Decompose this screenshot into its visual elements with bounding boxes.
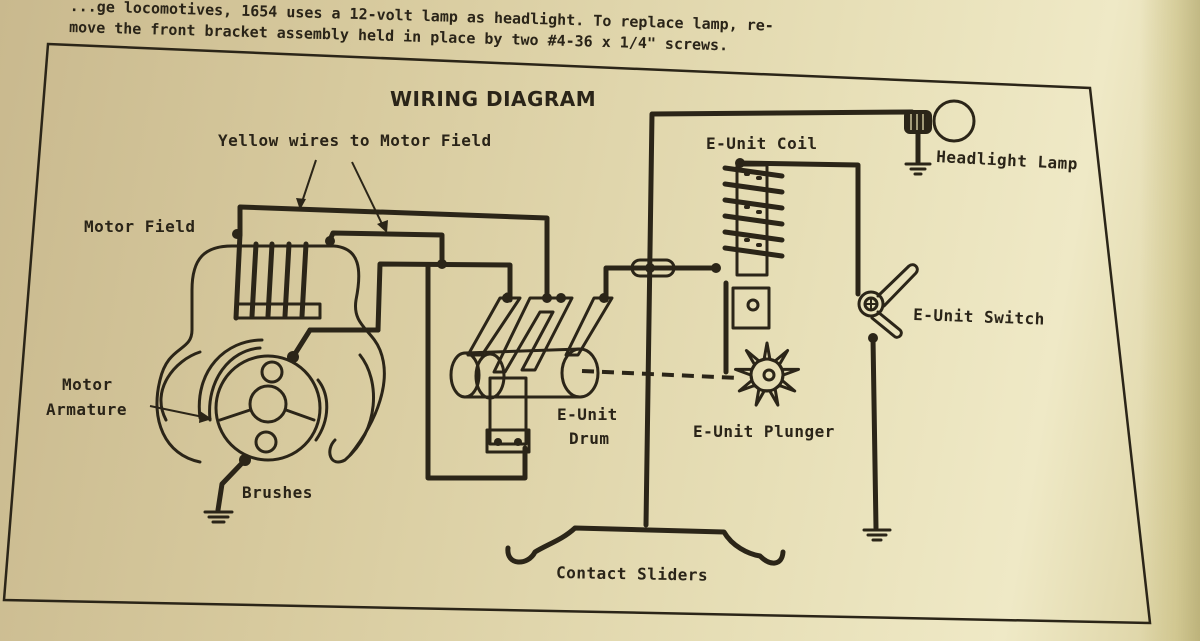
label-e-unit-drum-1: E-Unit bbox=[557, 405, 618, 424]
label-e-unit-drum-2: Drum bbox=[569, 429, 610, 448]
e-unit-switch[interactable] bbox=[857, 263, 919, 339]
label-e-unit-switch: E-Unit Switch bbox=[913, 305, 1045, 329]
diagram-frame bbox=[2, 42, 1152, 625]
plunger-star-wheel bbox=[734, 341, 800, 407]
page-edge-shadow bbox=[1140, 0, 1200, 641]
label-brushes: Brushes bbox=[242, 483, 313, 502]
label-motor-armature-1: Motor bbox=[62, 375, 113, 394]
e-unit-coil bbox=[722, 163, 785, 375]
label-headlight-lamp: Headlight Lamp bbox=[936, 147, 1079, 173]
brushes bbox=[203, 457, 248, 524]
wires bbox=[237, 109, 921, 531]
ground-lamp bbox=[904, 162, 932, 176]
label-e-unit-plunger: E-Unit Plunger bbox=[693, 422, 835, 441]
e-unit-drum bbox=[449, 293, 614, 454]
yellow-wire-arrows bbox=[296, 159, 388, 233]
label-yellow-wires: Yellow wires to Motor Field bbox=[218, 131, 492, 150]
contact-sliders bbox=[505, 525, 786, 566]
label-motor-field: Motor Field bbox=[84, 217, 195, 236]
pickup-junction bbox=[630, 258, 676, 278]
label-motor-armature-2: Armature bbox=[46, 400, 127, 419]
e-unit-plunger bbox=[734, 341, 800, 407]
headlight-lamp bbox=[904, 99, 976, 143]
ground-switch bbox=[862, 528, 892, 542]
drum-plunger-linkage bbox=[581, 369, 741, 380]
label-e-unit-coil: E-Unit Coil bbox=[706, 134, 817, 153]
motor-armature bbox=[159, 327, 381, 464]
label-contact-sliders: Contact Sliders bbox=[556, 563, 708, 585]
pickup-junction-dot bbox=[645, 263, 655, 273]
junction-dots bbox=[232, 158, 878, 466]
motor-field bbox=[155, 231, 386, 464]
diagram-title: WIRING DIAGRAM bbox=[390, 87, 596, 111]
